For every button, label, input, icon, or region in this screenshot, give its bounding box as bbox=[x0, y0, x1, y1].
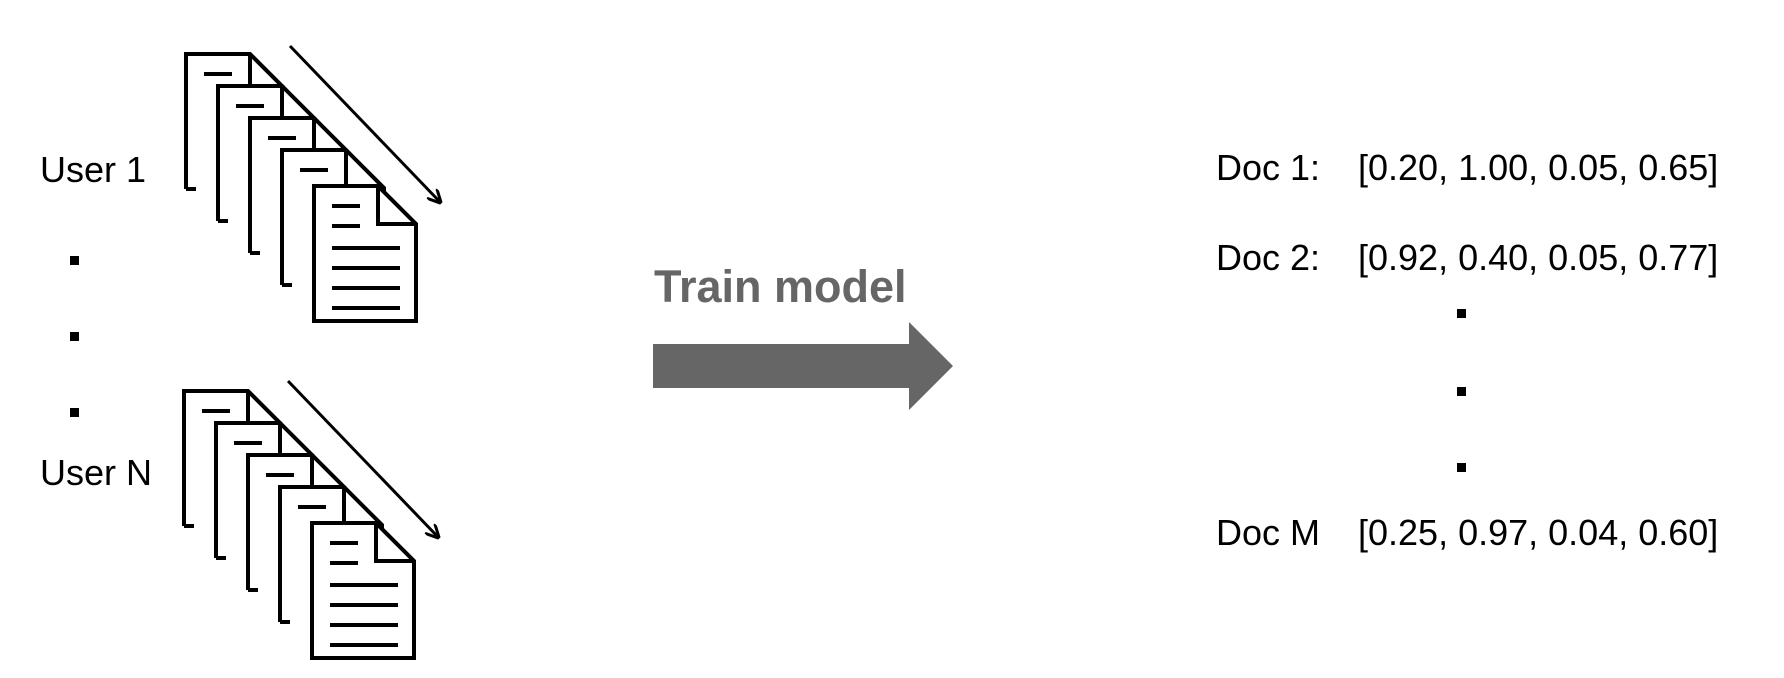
user-ellipsis-dot bbox=[70, 256, 79, 265]
doc-m-label: Doc M bbox=[1216, 512, 1321, 553]
user-ellipsis-dot bbox=[70, 332, 79, 341]
document-stack-icon bbox=[182, 389, 416, 660]
doc-ellipsis-dot bbox=[1457, 387, 1466, 396]
document-stack-icon bbox=[184, 52, 418, 323]
sequence-arrow-icon bbox=[288, 44, 440, 202]
doc-1-label: Doc 1: bbox=[1216, 147, 1321, 188]
doc-2-label: Doc 2: bbox=[1216, 237, 1321, 278]
sequence-arrow-icon bbox=[286, 379, 438, 537]
train-model-arrow bbox=[653, 322, 953, 410]
doc-ellipsis-dot bbox=[1457, 309, 1466, 318]
doc-ellipsis-dot bbox=[1457, 463, 1466, 472]
doc-1-vector: [0.20, 1.00, 0.05, 0.65] bbox=[1358, 147, 1719, 188]
user-1-label: User 1 bbox=[40, 149, 147, 190]
user-ellipsis-dot bbox=[70, 408, 79, 417]
user-n-label: User N bbox=[40, 452, 153, 493]
doc-2-vector: [0.92, 0.40, 0.05, 0.77] bbox=[1358, 237, 1719, 278]
train-model-label: Train model bbox=[654, 261, 907, 312]
doc-m-vector: [0.25, 0.97, 0.04, 0.60] bbox=[1358, 512, 1719, 553]
